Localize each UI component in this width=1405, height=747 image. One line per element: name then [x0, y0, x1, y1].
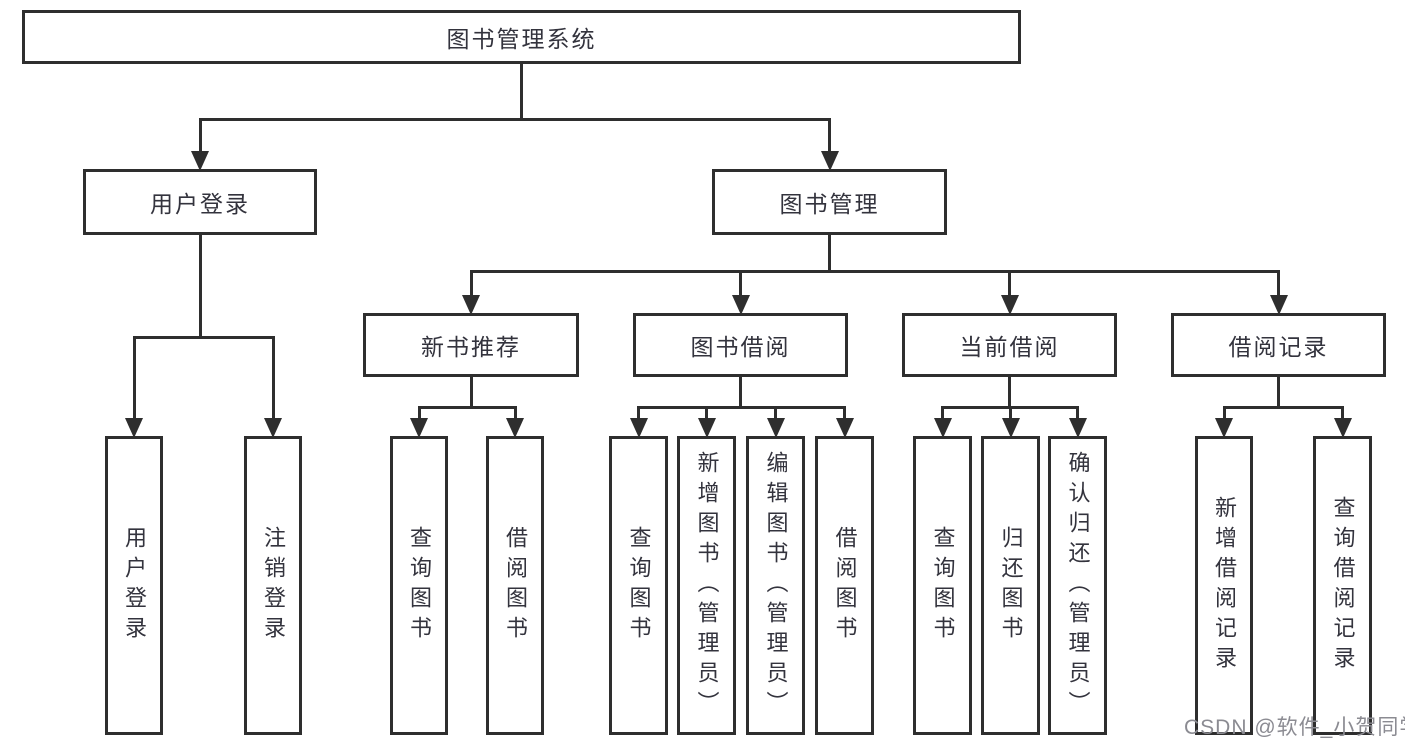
node-leaf-rec-add: 新增借阅记录	[1195, 436, 1253, 735]
node-leaf-logout: 注销登录	[244, 436, 302, 735]
node-borrow-records: 借阅记录	[1171, 313, 1386, 377]
node-book-borrow: 图书借阅	[633, 313, 848, 377]
connector-line	[417, 406, 421, 420]
node-leaf-bw-edit: 编辑图书（管理员）	[746, 436, 805, 735]
node-new-books: 新书推荐	[363, 313, 579, 377]
node-leaf-bw-borrow: 借阅图书	[815, 436, 874, 735]
arrowhead-down-icon	[1333, 418, 1352, 438]
connector-line	[271, 336, 275, 420]
arrowhead-down-icon	[1269, 295, 1288, 315]
connector-line	[132, 336, 275, 339]
node-leaf-cur-return: 归还图书	[981, 436, 1040, 735]
arrowhead-down-icon	[629, 418, 648, 438]
arrowhead-down-icon	[410, 418, 428, 438]
connector-line	[417, 406, 517, 409]
connector-line	[469, 270, 473, 297]
connector-line	[198, 118, 831, 121]
arrowhead-down-icon	[506, 418, 524, 438]
arrowhead-down-icon	[731, 295, 750, 315]
connector-line	[705, 406, 708, 420]
node-leaf-bw-query: 查询图书	[609, 436, 668, 735]
node-leaf-cur-confirm: 确认归还（管理员）	[1048, 436, 1107, 735]
arrowhead-down-icon	[264, 418, 282, 438]
connector-line	[843, 406, 846, 420]
connector-line	[469, 270, 1280, 273]
connector-line	[774, 406, 777, 420]
node-leaf-rec-query: 查询借阅记录	[1313, 436, 1372, 735]
node-current-borrow: 当前借阅	[902, 313, 1117, 377]
connector-line	[1341, 406, 1344, 420]
arrowhead-down-icon	[191, 151, 209, 171]
arrowhead-down-icon	[1215, 418, 1233, 438]
arrowhead-down-icon	[1068, 418, 1087, 438]
arrowhead-down-icon	[933, 418, 952, 438]
node-leaf-bw-add: 新增图书（管理员）	[677, 436, 736, 735]
connector-line	[828, 235, 831, 273]
node-leaf-cur-query: 查询图书	[913, 436, 972, 735]
connector-line	[739, 377, 742, 409]
connector-line	[637, 406, 640, 420]
connector-line	[1277, 377, 1280, 409]
connector-line	[513, 406, 517, 420]
connector-line	[198, 118, 202, 153]
connector-line	[1222, 406, 1226, 420]
connector-line	[941, 406, 944, 420]
arrowhead-down-icon	[125, 418, 143, 438]
connector-line	[1008, 377, 1011, 409]
arrowhead-down-icon	[835, 418, 854, 438]
watermark-text: CSDN @软件_小贺同学	[1184, 716, 1405, 739]
node-leaf-user-login: 用户登录	[105, 436, 163, 735]
node-user-login: 用户登录	[83, 169, 317, 235]
connector-line	[1222, 406, 1344, 409]
connector-line	[739, 270, 742, 297]
connector-line	[1277, 270, 1280, 297]
node-leaf-nb-borrow: 借阅图书	[486, 436, 544, 735]
node-root: 图书管理系统	[22, 10, 1021, 64]
connector-line	[828, 118, 831, 153]
arrowhead-down-icon	[1000, 295, 1019, 315]
arrowhead-down-icon	[462, 295, 480, 315]
node-leaf-nb-query: 查询图书	[390, 436, 448, 735]
connector-line	[1076, 406, 1079, 420]
connector-line	[132, 336, 136, 420]
arrowhead-down-icon	[697, 418, 716, 438]
connector-line	[520, 64, 523, 121]
connector-line	[1009, 406, 1012, 420]
connector-line	[1008, 270, 1011, 297]
connector-line	[198, 235, 202, 339]
arrowhead-down-icon	[820, 151, 839, 171]
connector-line	[469, 377, 473, 409]
arrowhead-down-icon	[1001, 418, 1020, 438]
connector-line	[637, 406, 846, 409]
node-book-mgmt: 图书管理	[712, 169, 947, 235]
arrowhead-down-icon	[766, 418, 785, 438]
